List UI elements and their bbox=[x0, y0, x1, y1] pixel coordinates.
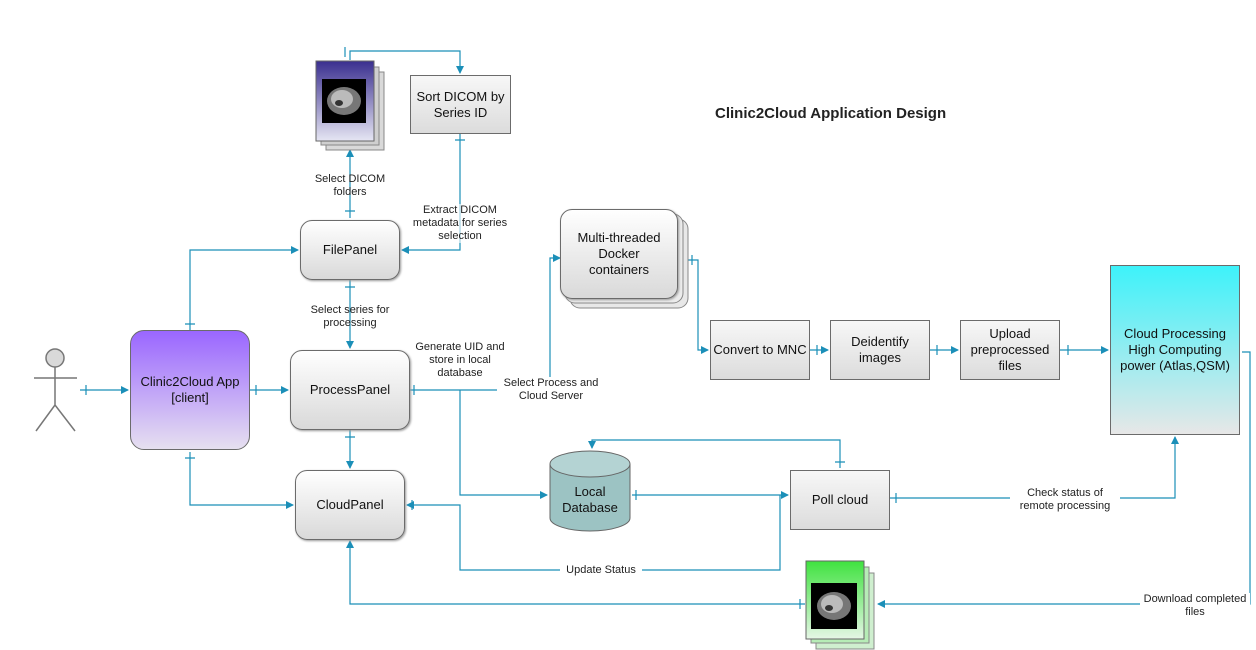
wire-docker-convert bbox=[688, 259, 709, 354]
upload-node: Upload preprocessed files bbox=[960, 320, 1060, 380]
sort-dicom-node: Sort DICOM by Series ID bbox=[410, 75, 511, 134]
completed-files-icon bbox=[805, 560, 875, 650]
label-generate-uid: Generate UID and store in local database bbox=[415, 341, 505, 379]
local-database-cylinder bbox=[549, 450, 631, 532]
wire-process-docker bbox=[410, 254, 561, 391]
wire-green-cloudpanel bbox=[346, 540, 805, 605]
label-select-series: Select series for processing bbox=[310, 304, 390, 329]
file-panel-node: FilePanel bbox=[300, 220, 400, 280]
label-update-status: Update Status bbox=[560, 564, 642, 577]
label-extract-metadata: Extract DICOM metadata for series select… bbox=[408, 204, 512, 243]
label-check-status: Check status of remote processing bbox=[1010, 487, 1120, 513]
process-panel-node: ProcessPanel bbox=[290, 350, 410, 430]
label-select-dicom: Select DICOM folders bbox=[314, 173, 386, 198]
docker-containers-node: Multi-threaded Docker containers bbox=[560, 209, 678, 299]
wire-poll-cloudpanel bbox=[406, 495, 781, 571]
wire-app-file bbox=[189, 246, 299, 330]
wire-sort-file bbox=[401, 134, 461, 254]
wire-poll-db bbox=[588, 439, 841, 468]
user-actor-icon bbox=[34, 348, 77, 432]
dicom-folders-icon bbox=[315, 60, 385, 151]
cloud-processing-node: Cloud Processing High Computing power (A… bbox=[1110, 265, 1240, 435]
wire-dicom-sort bbox=[349, 50, 464, 74]
wire-app-cloud bbox=[189, 452, 294, 509]
diagram-title: Clinic2Cloud Application Design bbox=[715, 105, 947, 122]
wire-download bbox=[877, 351, 1251, 608]
clinic2cloud-app-node: Clinic2Cloud App [client] bbox=[130, 330, 250, 450]
deidentify-node: Deidentify images bbox=[830, 320, 930, 380]
wire-process-db bbox=[459, 390, 548, 499]
local-database-label: Local Database bbox=[562, 484, 618, 515]
label-select-process: Select Process and Cloud Server bbox=[497, 377, 605, 403]
cloud-panel-node: CloudPanel bbox=[295, 470, 405, 540]
wire-poll-cloud bbox=[890, 436, 1179, 499]
label-download: Download completed files bbox=[1140, 593, 1250, 619]
convert-mnc-node: Convert to MNC bbox=[710, 320, 810, 380]
poll-cloud-node: Poll cloud bbox=[790, 470, 890, 530]
